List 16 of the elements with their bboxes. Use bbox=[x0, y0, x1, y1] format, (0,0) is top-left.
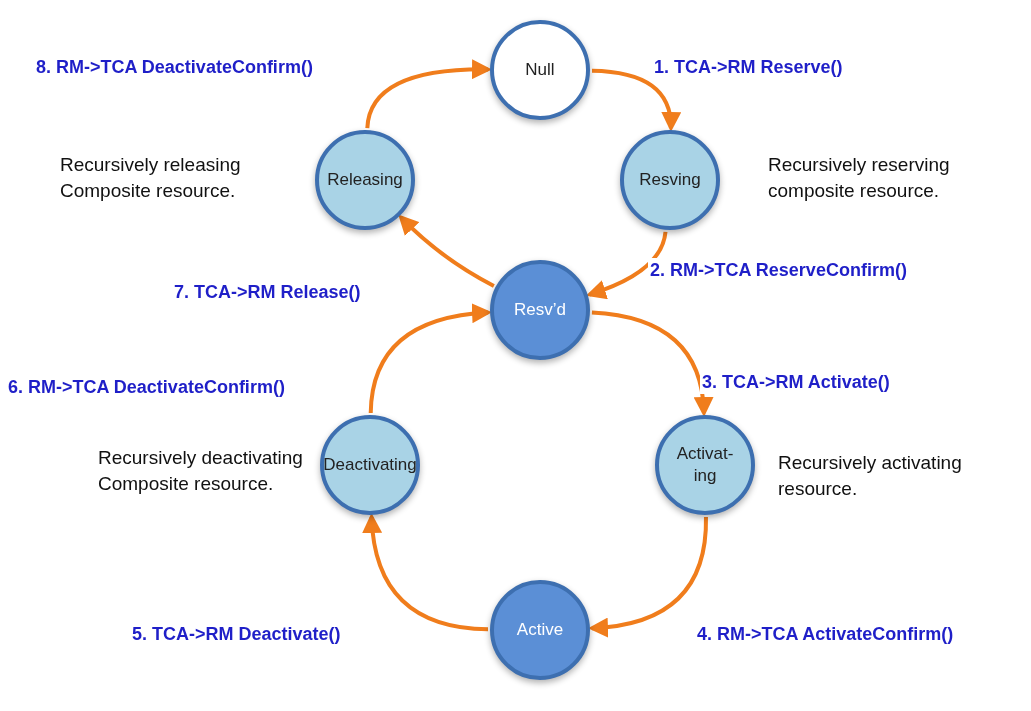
arrow bbox=[591, 310, 713, 417]
description-text: Recursively activating resource. bbox=[778, 451, 963, 501]
state-name: Activat- ing bbox=[675, 443, 735, 487]
description-text: Recursively releasing Composite resource. bbox=[60, 153, 242, 203]
arrow bbox=[362, 513, 489, 632]
arrow bbox=[591, 68, 681, 132]
state-name: Releasing bbox=[327, 169, 403, 191]
state-name: Active bbox=[516, 619, 564, 641]
edge-label: 2. RM->TCA ReserveConfirm() bbox=[648, 258, 909, 282]
state-name: Deactivating bbox=[323, 454, 417, 476]
arrow bbox=[365, 59, 492, 129]
state-name: Null bbox=[525, 59, 555, 81]
state-name: Resving bbox=[639, 169, 701, 191]
state-name: Resv’d bbox=[514, 299, 566, 321]
description-text: Recursively deactivating Composite resource. bbox=[98, 446, 304, 496]
description-text: Recursively reserving composite resource. bbox=[768, 153, 951, 203]
